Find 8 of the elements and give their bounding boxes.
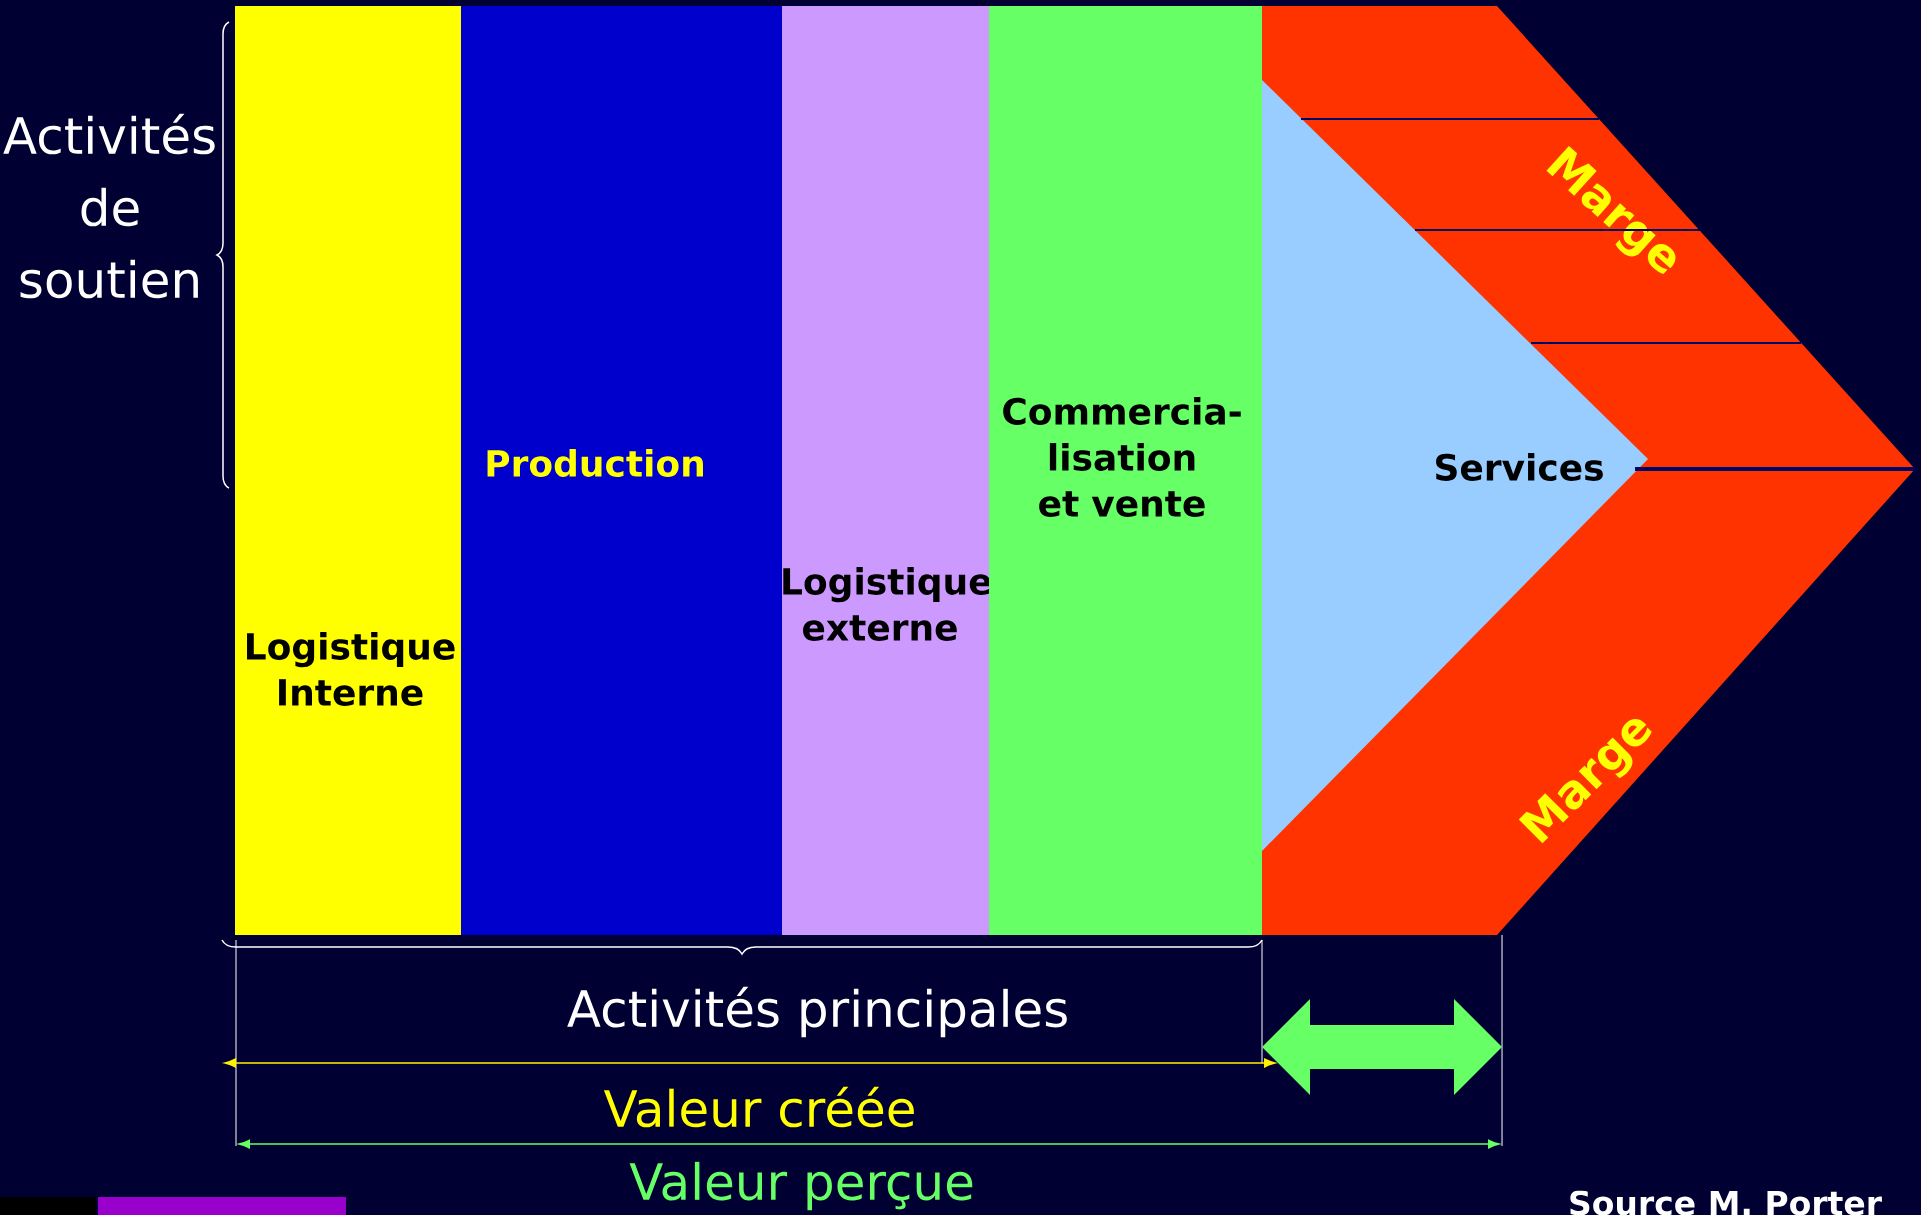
activity-column: Commercia- lisation et vente xyxy=(989,6,1262,935)
activity-column: Logistique Interne xyxy=(235,6,461,935)
activity-column: Logistique externe xyxy=(782,6,991,935)
group-label: Activités principales xyxy=(567,986,1067,1038)
source-note: Source M. Porter xyxy=(1570,1190,1882,1215)
dimension-label: Valeur créée xyxy=(603,1086,914,1128)
dimension-label: Valeur perçue xyxy=(629,1161,973,1211)
activity-column: Production xyxy=(461,6,782,935)
